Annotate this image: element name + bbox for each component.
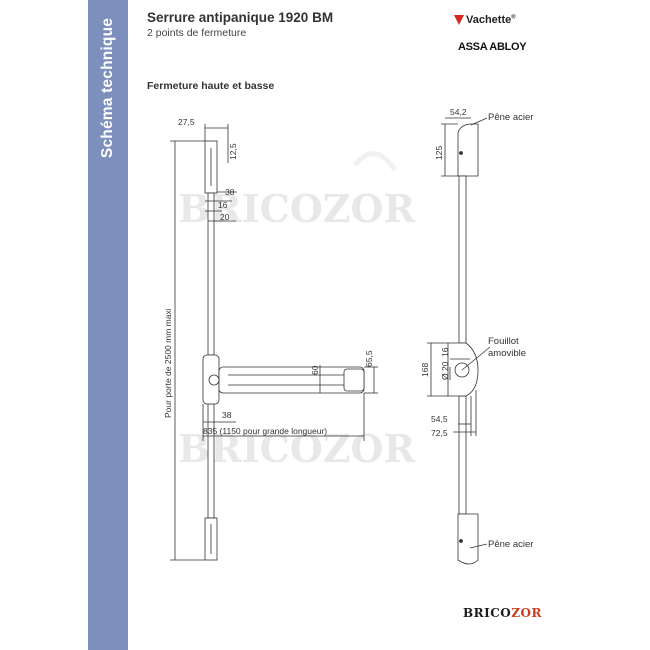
dim-top-width: 27,5 <box>178 117 195 127</box>
callout-cylinder-line1: Fouillot <box>488 336 519 347</box>
dim-20-top: 20 <box>220 212 230 222</box>
side-dim-54-5: 54,5 <box>431 414 448 424</box>
dim-38-top: 38 <box>225 187 235 197</box>
dim-vertical-label: Pour porte de 2500 mm maxi <box>163 308 173 418</box>
side-dim-top-height: 125 <box>434 146 444 160</box>
callout-cylinder-line2: amovible <box>488 348 526 359</box>
center-case <box>202 354 220 405</box>
watermark-group: BRICOZOR BRICOZOR <box>178 151 416 471</box>
push-bar <box>218 366 365 394</box>
vertical-rod-top <box>207 192 215 356</box>
brand-group: ASSA ABLOY <box>458 41 527 53</box>
sidebar-band <box>88 0 128 650</box>
side-view-labels: 54,2 Pêne acier 125 16 Ø 20 168 Fouillot… <box>420 107 533 550</box>
side-dim-168: 168 <box>420 363 430 377</box>
footer-brand-logo: BRICOZOR <box>463 606 542 620</box>
case-pivot-icon <box>208 374 220 386</box>
side-top-latch <box>457 123 479 177</box>
side-dim-20: Ø 20 <box>440 361 450 380</box>
side-view <box>427 117 491 565</box>
dim-16-top: 16 <box>218 200 228 210</box>
side-dim-16: 16 <box>440 347 450 357</box>
front-view-labels: 27,5 12,5 38 16 20 60 65,5 38 835 (1150 … <box>163 117 374 436</box>
callout-top-latch: Pêne acier <box>488 112 533 123</box>
side-bottom-latch <box>457 513 479 565</box>
page-title: Serrure antipanique 1920 BM <box>147 10 334 25</box>
brand-name: Vachette® <box>466 14 516 26</box>
page-subtitle: 2 points de fermeture <box>147 27 247 39</box>
bar-end-cap <box>343 368 365 392</box>
brand-logo: Vachette® ASSA ABLOY <box>448 9 544 61</box>
watermark-bottom: BRICOZOR <box>178 426 416 471</box>
front-view <box>170 124 378 561</box>
vertical-rod-bottom <box>207 403 215 519</box>
dim-38-bottom: 38 <box>222 410 232 420</box>
dim-top-height: 12,5 <box>228 143 238 160</box>
callout-bottom-latch: Pêne acier <box>488 539 533 550</box>
watermark-top: BRICOZOR <box>178 186 416 231</box>
dim-bar-height-total: 65,5 <box>364 350 374 367</box>
side-rod-bottom <box>458 395 467 515</box>
watermark-swirl-icon <box>353 151 398 172</box>
vachette-logo-icon <box>454 15 464 25</box>
cylinder-icon <box>454 362 470 378</box>
dim-bar-length: 835 (1150 pour grande longueur) <box>203 426 327 436</box>
dim-bar-height: 60 <box>310 365 320 375</box>
side-rod-top <box>458 175 467 344</box>
section-heading: Fermeture haute et basse <box>147 80 275 92</box>
side-dim-72-5: 72,5 <box>431 428 448 438</box>
side-dim-top-width: 54,2 <box>450 107 467 117</box>
